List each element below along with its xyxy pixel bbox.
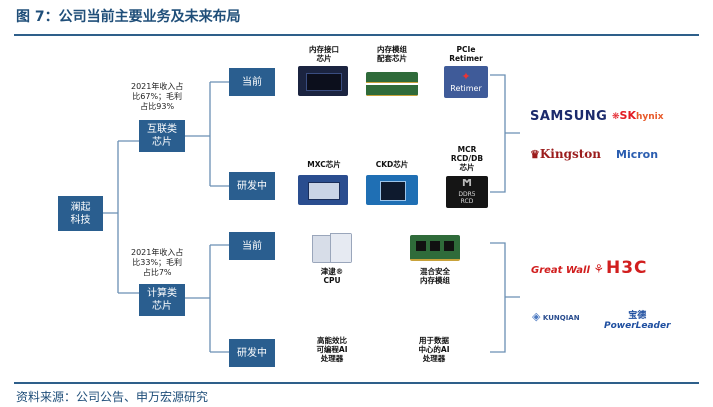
- interconnect-rd-box: 研发中: [229, 172, 275, 200]
- root-bracket: [103, 140, 139, 294]
- logo-h3c: H3C: [606, 258, 648, 278]
- computing-chip-box: 计算类芯片: [139, 284, 185, 316]
- product-label-memory-interface: 内存接口芯片: [309, 45, 339, 63]
- ckd-chip-image: [366, 175, 418, 205]
- interconnect-competitor-bracket: [490, 74, 520, 193]
- logo-samsung: SAMSUNG: [530, 109, 608, 124]
- product-label-memory-module-chip: 内存模组配套芯片: [377, 45, 407, 63]
- figure-title: 图 7：公司当前主要业务及未来布局: [16, 9, 241, 25]
- source-note: 资料来源：公司公告、申万宏源研究: [16, 390, 209, 404]
- interconnect-revenue-note: 2021年收入占比67%；毛利占比93%: [131, 82, 184, 111]
- logo-powerleader: 宝德 PowerLeader: [604, 311, 671, 331]
- root-box: 澜起科技: [58, 196, 103, 231]
- logo-micron: Micron: [616, 148, 659, 161]
- computing-current-box: 当前: [229, 232, 275, 260]
- product-label-mxc: MXC芯片: [307, 160, 341, 169]
- footer-rule: [14, 382, 699, 384]
- memory-interface-chip-image: [298, 66, 348, 96]
- computing-bracket: [185, 244, 229, 353]
- mxc-chip-image: [298, 175, 348, 205]
- memory-module-image: [366, 72, 418, 96]
- jintide-cpu-image: [312, 233, 352, 263]
- computing-competitor-bracket: [490, 242, 520, 353]
- computing-revenue-note: 2021年收入占比33%；毛利占比7%: [131, 248, 184, 277]
- logo-kunqian: ◈ KUNQIAN: [532, 310, 580, 323]
- hybrid-secure-memory-module-image: [410, 235, 460, 261]
- logo-great-wall: Great Wall ⚘: [531, 262, 605, 276]
- logo-sk-hynix: ❋SKhynix: [612, 109, 664, 122]
- computing-rd-box: 研发中: [229, 339, 275, 367]
- product-label-hybrid-secure-memory: 混合安全内存模组: [420, 267, 450, 285]
- interconnect-bracket: [185, 81, 229, 187]
- interconnect-current-box: 当前: [229, 68, 275, 96]
- product-label-jintide-cpu: 津逮®CPU: [320, 267, 344, 285]
- pcie-retimer-chip-image: ✦ Retimer: [444, 66, 488, 98]
- product-label-ckd: CKD芯片: [375, 160, 409, 169]
- interconnect-chip-box: 互联类芯片: [139, 120, 185, 152]
- title-rule: [14, 34, 699, 36]
- logo-kingston: ♛Kingston: [530, 147, 602, 161]
